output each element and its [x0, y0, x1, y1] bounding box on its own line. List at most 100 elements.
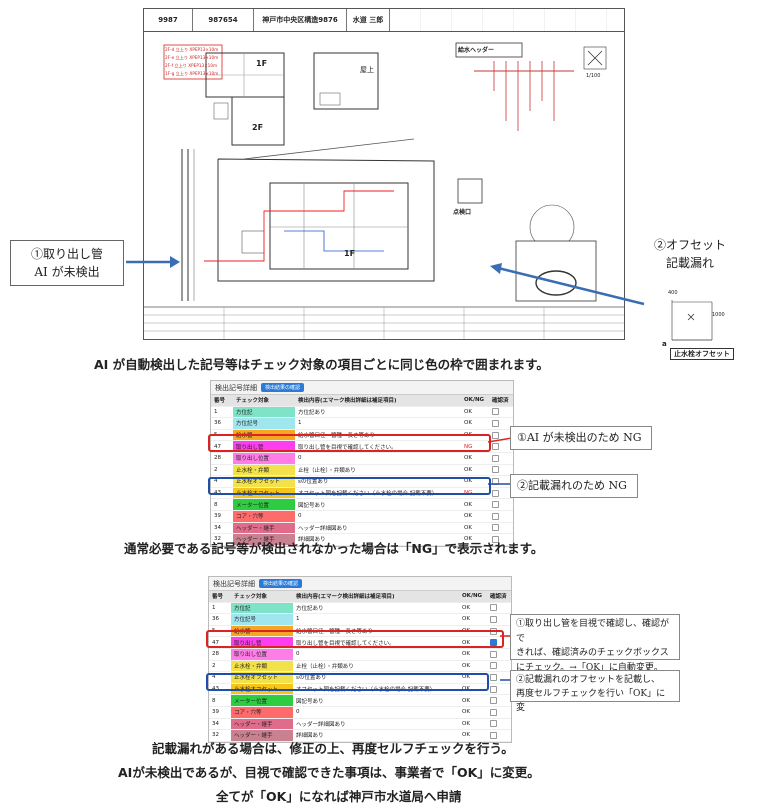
row-check-item: 方位記号: [233, 417, 295, 430]
table1-title-bar: 検出記号詳細 検出結果の確認: [211, 381, 513, 395]
row-status: OK: [461, 522, 489, 535]
row-status: OK: [459, 718, 487, 731]
confirm-checkbox[interactable]: [492, 501, 499, 509]
confirm-checkbox[interactable]: [492, 535, 499, 543]
confirm-checkbox[interactable]: [490, 697, 497, 705]
table1-header-row: 番号 チェック対象 検出内容(エマーク検出詳細は補足項目) OK/NG 確認済: [211, 395, 513, 407]
row-confirm-cell: [489, 510, 513, 523]
confirm-checkbox[interactable]: [492, 512, 499, 520]
row-number: 2: [211, 464, 233, 477]
row-check-item: メーター位置: [231, 694, 293, 707]
row-detail: 方位記あり: [293, 602, 459, 615]
callout-intake-line1: ①取り出し管: [30, 247, 103, 261]
table1-confirm-button[interactable]: 検出結果の確認: [261, 383, 305, 392]
highlight-ok-intake: [206, 630, 504, 648]
row-status: OK: [459, 729, 487, 742]
table2-title-bar: 検出記号詳細 検出結果の確認: [209, 577, 511, 591]
legend-line-3: 2F-f 立上り XPEP13×10m: [165, 63, 218, 68]
note-ng-missing: ②記載漏れのため NG: [510, 474, 638, 498]
confirm-checkbox[interactable]: [490, 731, 497, 739]
plumbing-drawing: 9987 987654 神戸市中央区構造9876 水道 三郎: [143, 8, 625, 340]
offset-detail-sketch: [671, 300, 713, 341]
confirm-checkbox[interactable]: [490, 604, 497, 612]
confirm-checkbox[interactable]: [490, 662, 497, 670]
table1-title: 検出記号詳細: [215, 383, 257, 392]
row-status: OK: [459, 694, 487, 707]
confirm-checkbox[interactable]: [492, 443, 499, 451]
row-detail: ヘッダー詳細図あり: [293, 718, 459, 731]
detection-table-ng: 検出記号詳細 検出結果の確認 番号 チェック対象 検出内容(エマーク検出詳細は補…: [210, 380, 514, 547]
confirm-checkbox[interactable]: [490, 708, 497, 716]
row-number: 39: [211, 510, 233, 523]
row-check-item: メーター位置: [233, 498, 295, 511]
note3-line2: きれば、確認済みのチェックボックス: [516, 648, 669, 658]
table2-h-status: OK/NG: [459, 591, 487, 603]
offset-label: 止水栓オフセット: [670, 348, 734, 360]
row-check-item: ヘッダー・継手: [231, 718, 293, 731]
row-confirm-cell: [487, 729, 511, 742]
table2-confirm-button[interactable]: 検出結果の確認: [259, 579, 303, 588]
confirm-checkbox[interactable]: [490, 639, 497, 647]
row-confirm-cell: [487, 694, 511, 707]
row-status: OK: [459, 648, 487, 661]
row-confirm-cell: [489, 452, 513, 465]
row-number: 32: [209, 729, 231, 742]
confirm-checkbox[interactable]: [492, 408, 499, 416]
table1-h-item: チェック対象: [233, 395, 295, 407]
offset-dim-top: 400: [668, 290, 678, 296]
row-number: 8: [211, 498, 233, 511]
callout-offset: ②オフセット 記載漏れ: [630, 232, 750, 278]
row-number: 1: [209, 602, 231, 615]
row-number: 1: [211, 406, 233, 419]
row-status: OK: [459, 660, 487, 673]
confirm-checkbox[interactable]: [490, 650, 497, 658]
row-detail: 0: [295, 510, 461, 523]
table1-h-status: OK/NG: [461, 395, 489, 407]
row-detail: 止栓（止栓）・弁類あり: [293, 660, 459, 673]
title-cell-4: 水道 三郎: [347, 9, 390, 31]
row-detail: 1: [293, 613, 459, 626]
confirm-checkbox[interactable]: [492, 419, 499, 427]
row-confirm-cell: [489, 464, 513, 477]
roof-label: 屋上: [360, 66, 374, 74]
row-detail: 方位記あり: [295, 406, 461, 419]
confirm-checkbox[interactable]: [490, 673, 497, 681]
row-number: 2: [209, 660, 231, 673]
legend-line-4: 1F-g 立上り XPEP13×10m: [165, 71, 219, 76]
confirm-checkbox[interactable]: [490, 685, 497, 693]
row-check-item: 止水栓・弁類: [231, 660, 293, 673]
confirm-checkbox[interactable]: [492, 454, 499, 462]
confirm-checkbox[interactable]: [492, 466, 499, 474]
confirm-checkbox[interactable]: [490, 615, 497, 623]
offset-point-label: a: [662, 340, 667, 348]
confirm-checkbox[interactable]: [490, 720, 497, 728]
caption-manual-ok: AIが未検出であるが、目視で確認できた事項は、事業者で「OK」に変更。: [118, 765, 540, 780]
confirm-checkbox[interactable]: [492, 489, 499, 497]
table2-h-no: 番号: [209, 591, 231, 603]
callout-offset-line2: 記載漏れ: [665, 256, 714, 270]
callout-intake-line2: AI が未検出: [34, 265, 100, 279]
row-check-item: 取り出し位置: [231, 648, 293, 661]
row-check-item: 方位記: [233, 406, 295, 419]
row-number: 36: [209, 613, 231, 626]
confirm-checkbox[interactable]: [492, 431, 499, 439]
caption-ng-display: 通常必要である記号等が検出されなかった場合は「NG」で表示されます。: [124, 541, 544, 556]
confirm-checkbox[interactable]: [492, 524, 499, 532]
row-status: OK: [461, 510, 489, 523]
row-number: 32: [211, 533, 233, 546]
row-detail: 1: [295, 417, 461, 430]
row-status: OK: [459, 613, 487, 626]
row-detail: ヘッダー詳細図あり: [295, 522, 461, 535]
connector-lines-1: [488, 437, 512, 485]
row-check-item: 取り出し位置: [233, 452, 295, 465]
floor-label-2f: 2F: [252, 123, 264, 132]
